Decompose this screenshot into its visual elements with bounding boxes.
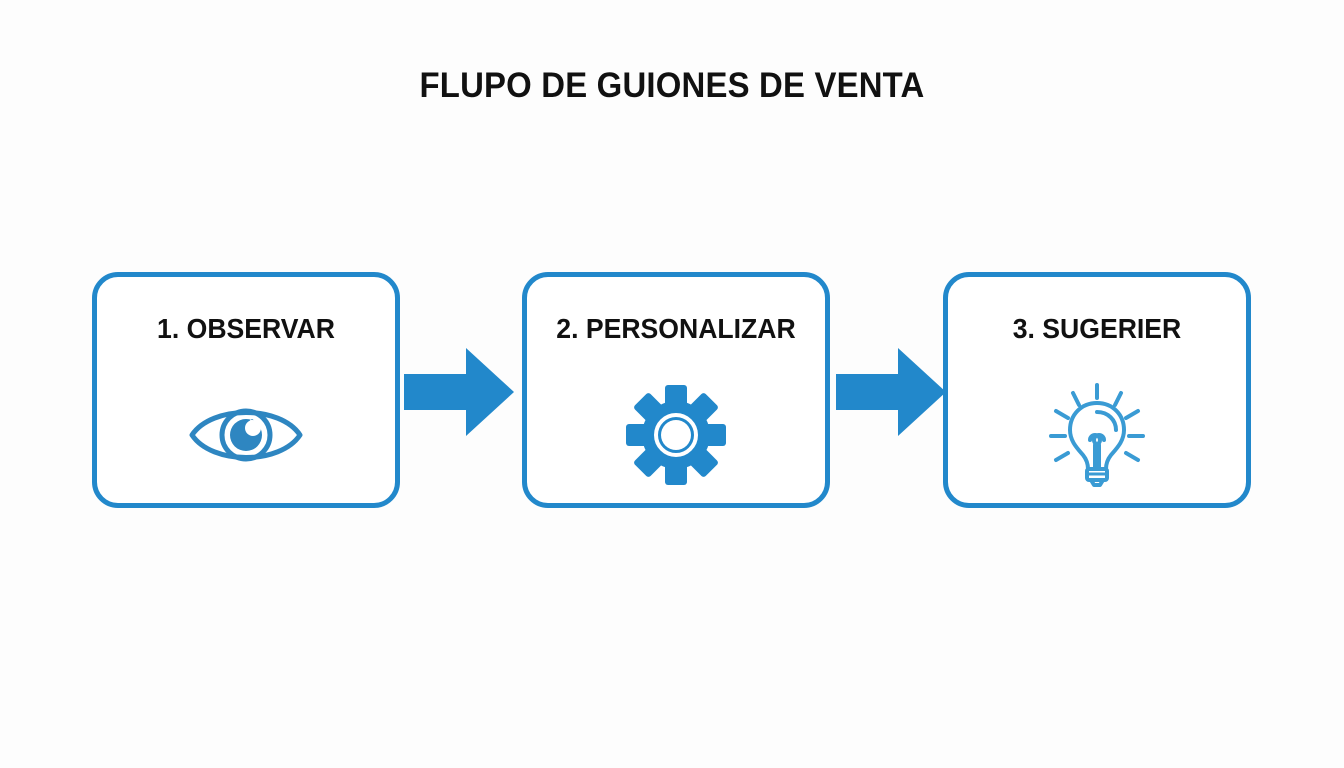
flow-diagram: 1. OBSERVAR 2. PERS xyxy=(0,272,1344,512)
lightbulb-icon xyxy=(1037,381,1157,489)
eye-icon xyxy=(186,381,306,489)
flow-step-card-3[interactable]: 3. SUGERIER xyxy=(943,272,1251,508)
page-title: FLUPO DE GUIONES DE VENTA xyxy=(419,66,925,105)
flow-step-card-2[interactable]: 2. PERSONALIZAR xyxy=(522,272,830,508)
flow-step-label-1: 1. OBSERVAR xyxy=(157,313,335,344)
arrow-right-icon xyxy=(404,342,516,442)
flow-step-label-3: 3. SUGERIER xyxy=(1012,313,1182,344)
flow-step-label-2: 2. PERSONALIZAR xyxy=(556,313,796,344)
arrow-right-icon xyxy=(836,342,948,442)
gear-icon xyxy=(616,381,736,489)
flow-step-card-1[interactable]: 1. OBSERVAR xyxy=(92,272,400,508)
